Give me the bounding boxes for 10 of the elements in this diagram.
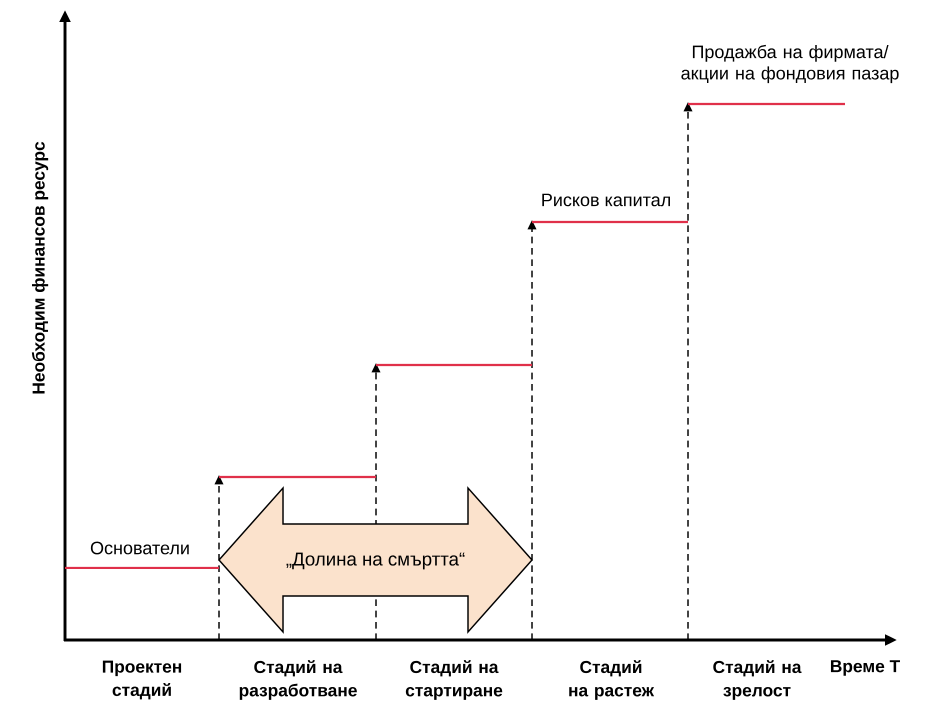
label: Основатели [90,542,189,554]
stage-label: Стадий на зрелост [713,660,802,700]
label: Продажба на фирмата/ акции на фондовия пазар [681,44,899,84]
axis-title: Необходим финансов ресурс [32,142,48,394]
label: Рисков капитал [542,194,670,206]
stage-label: Проектен стадий [102,660,182,700]
axis-label: Време T [830,660,900,676]
stage-label: Стадий на разработване [240,660,357,700]
stage-label: Стадий на растеж [569,660,654,700]
stage-label: Стадий на стартиране [406,660,502,700]
